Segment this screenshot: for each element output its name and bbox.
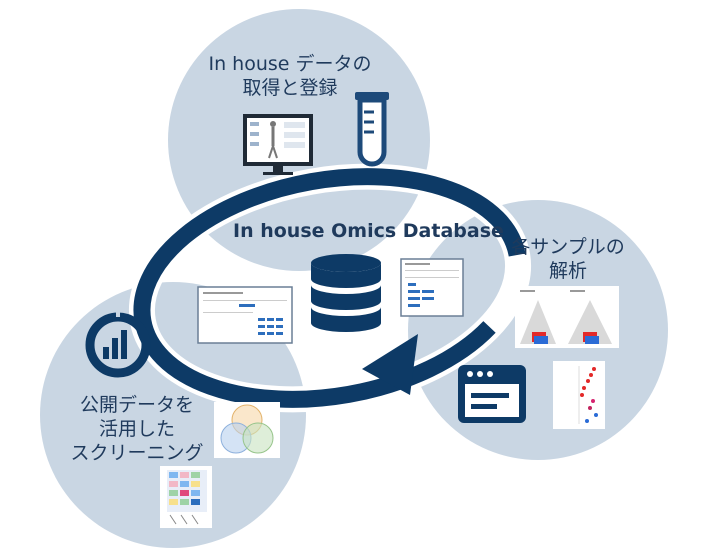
- label-acquire-line2: 取得と登録: [242, 77, 338, 99]
- label-acquire-line1: In house データの: [208, 53, 372, 75]
- app-screenshot-form: [197, 286, 293, 344]
- database-icon: [311, 254, 381, 332]
- label-analyze-line2: 解析: [548, 260, 587, 282]
- venn-diagram-thumbnail: [214, 402, 280, 458]
- app-screenshot-list: [400, 258, 464, 317]
- pie-bar-chart-icon: [85, 308, 151, 378]
- label-analyze: 各サンプルの 解析: [508, 235, 628, 283]
- label-screening-line1: 公開データを: [79, 394, 194, 416]
- cycle-arrow: [128, 163, 532, 413]
- label-screening: 公開データを 活用した スクリーニング: [62, 393, 212, 465]
- browser-window-icon: [458, 365, 526, 423]
- label-screening-line3: スクリーニング: [70, 442, 204, 464]
- test-tube-icon: [355, 92, 389, 167]
- dot-plot-thumbnail: [553, 361, 605, 429]
- diagram-title: In house Omics Database: [233, 220, 504, 242]
- heatmap-thumbnail: [160, 466, 212, 528]
- monitor-icon: [243, 114, 313, 175]
- label-analyze-line1: 各サンプルの: [511, 236, 625, 258]
- label-screening-line2: 活用した: [98, 418, 175, 440]
- volcano-plot-thumbnail: [515, 286, 619, 348]
- label-acquire: In house データの 取得と登録: [200, 52, 380, 100]
